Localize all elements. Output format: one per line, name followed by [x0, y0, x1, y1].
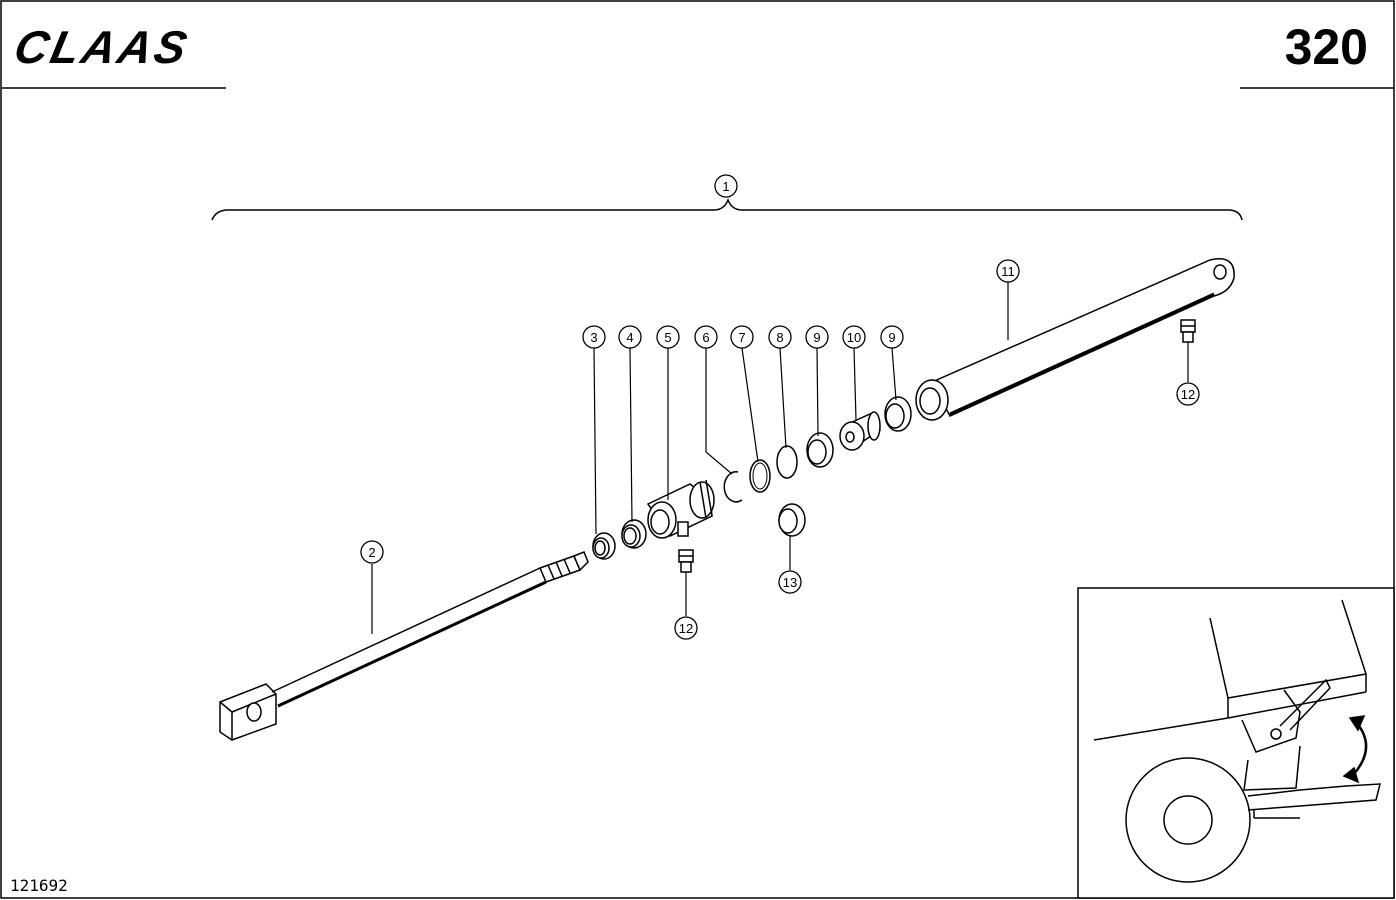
part-7-o-ring-inner	[752, 462, 768, 490]
callout-1: 1	[714, 174, 738, 198]
part-9-ring-b	[884, 396, 912, 432]
leader-lines	[371, 282, 1189, 634]
svg-text:6: 6	[702, 330, 709, 345]
callout-12a: 12	[1176, 382, 1200, 406]
part-6-snap-ring	[723, 471, 743, 503]
brand-logo: CLAAS	[10, 21, 194, 72]
svg-text:9: 9	[813, 330, 820, 345]
callout-9a: 9	[805, 325, 829, 349]
part-7-o-ring	[749, 459, 771, 493]
part-13-bushing	[778, 503, 806, 537]
svg-text:13: 13	[783, 575, 797, 590]
assembly-bracket	[211, 197, 1243, 221]
callout-3: 3	[582, 325, 606, 349]
svg-text:12: 12	[679, 621, 693, 636]
part-12-grease-nipple-a	[678, 549, 694, 573]
part-9-ring-a	[806, 432, 834, 468]
callout-8: 8	[768, 325, 792, 349]
svg-text:12: 12	[1181, 387, 1195, 402]
callout-6: 6	[694, 325, 718, 349]
piston-rod	[219, 551, 589, 741]
part-10-piston	[839, 411, 882, 451]
callout-9b: 9	[880, 325, 904, 349]
svg-text:4: 4	[626, 330, 633, 345]
part-4-ring	[621, 519, 647, 549]
svg-text:7: 7	[738, 330, 745, 345]
callout-4: 4	[618, 325, 642, 349]
inset-location-view	[1077, 587, 1395, 899]
part-12-grease-nipple-b	[1180, 319, 1196, 343]
svg-text:1: 1	[722, 179, 729, 194]
svg-text:3: 3	[590, 330, 597, 345]
svg-text:9: 9	[888, 330, 895, 345]
callout-11: 11	[996, 259, 1020, 283]
callout-12b: 12	[674, 616, 698, 640]
svg-text:11: 11	[1001, 264, 1015, 279]
drawing-number: 121692	[10, 876, 68, 895]
svg-text:5: 5	[664, 330, 671, 345]
callout-7: 7	[730, 325, 754, 349]
part-5-cylinder-head	[646, 479, 715, 539]
callout-10: 10	[842, 325, 866, 349]
svg-text:10: 10	[847, 330, 861, 345]
svg-text:8: 8	[776, 330, 783, 345]
part-8-o-ring	[776, 445, 798, 479]
callout-2: 2	[360, 540, 384, 564]
svg-text:2: 2	[368, 545, 375, 560]
page-number: 320	[1285, 19, 1368, 75]
callout-13: 13	[778, 570, 802, 594]
callout-5: 5	[656, 325, 680, 349]
part-3-ring	[592, 532, 616, 560]
part-11-cylinder-tube	[915, 258, 1235, 421]
